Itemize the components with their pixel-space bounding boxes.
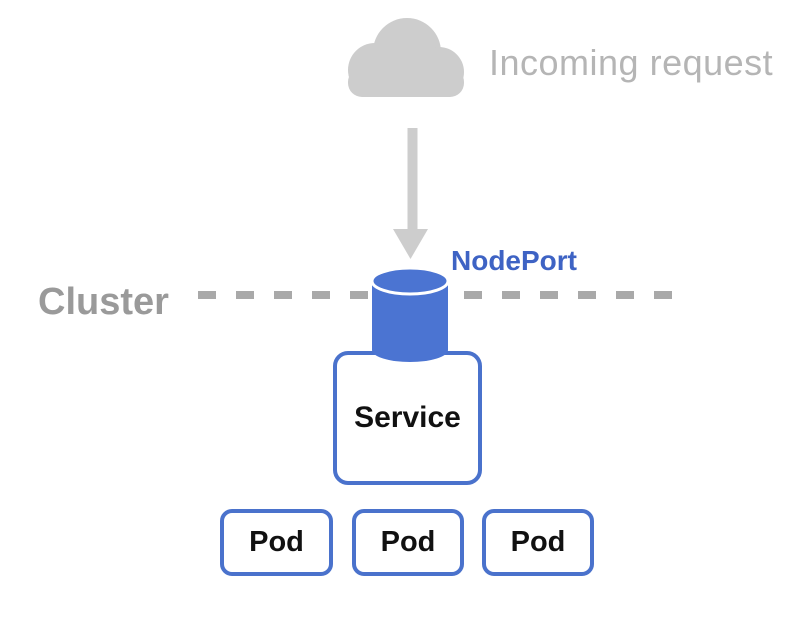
pod-label: Pod: [249, 526, 304, 558]
pod-node-2: Pod: [352, 509, 464, 576]
pod-label: Pod: [380, 526, 436, 558]
pod-label: Pod: [510, 526, 566, 558]
cluster-label: Cluster: [38, 281, 169, 323]
service-label: Service: [354, 401, 461, 434]
incoming-request-label: Incoming request: [489, 42, 774, 83]
pod-node-3: Pod: [482, 509, 594, 576]
pod-node-1: Pod: [220, 509, 333, 576]
down-arrow-icon: [393, 128, 428, 259]
cloud-icon: [348, 18, 464, 97]
service-node: Service: [333, 351, 482, 485]
nodeport-label: NodePort: [451, 245, 577, 276]
